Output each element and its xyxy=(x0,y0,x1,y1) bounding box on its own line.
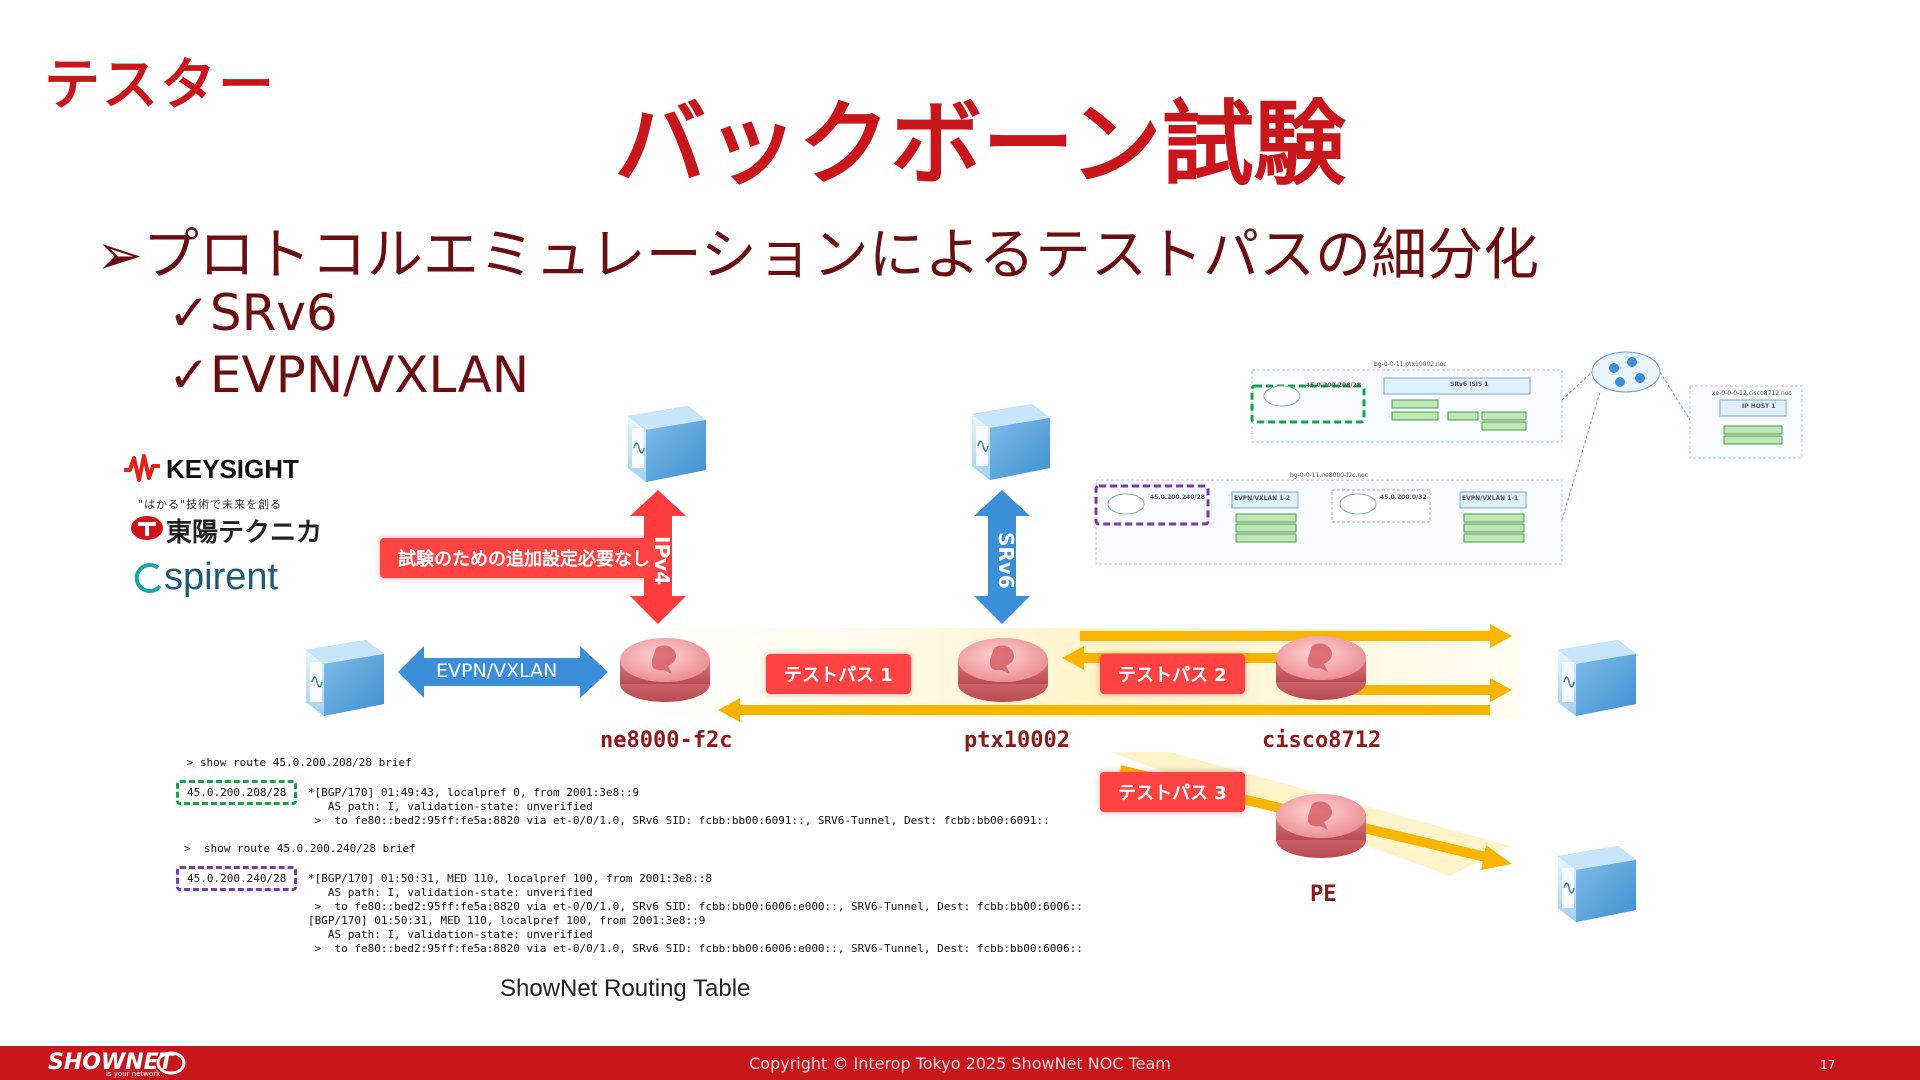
bullet-main-text: プロトコルエミュレーションによるテストパスの細分化 xyxy=(142,223,1540,288)
mini-panel-1-device: SRv6 ISIS 1 xyxy=(1450,381,1489,388)
slide-title: バックボーン試験 xyxy=(614,91,1346,198)
test-path-1-label: テストパス 1 xyxy=(766,654,911,694)
cli-line-2-4: [BGP/170] 01:50:31, MED 110, localpref 1… xyxy=(308,914,706,927)
mini-panel-3-device: IP HOST 1 xyxy=(1742,403,1776,410)
bullet-sub-1-text: SRv6 xyxy=(209,284,338,342)
cli-line-2-2: AS path: I, validation-state: unverified xyxy=(308,886,593,899)
srv6-arrow-label: SRv6 xyxy=(994,532,1018,589)
mini-panel-3-title: xe-0-0-0-12.cisco8712.noc xyxy=(1712,390,1792,397)
bullet-sub-2: ✓EVPN/VXLAN xyxy=(168,346,529,404)
cli-line-1-3: > to fe80::bed2:95ff:fe5a:8820 via et-0/… xyxy=(308,814,1050,827)
spirent-logo: spirent xyxy=(164,556,279,598)
page-number: 17 xyxy=(1820,1058,1836,1072)
shownet-swirl-icon xyxy=(156,1051,186,1075)
arrow-bullet-icon: ➢ xyxy=(96,223,143,288)
cli-line-2-1: *[BGP/170] 01:50:31, MED 110, localpref … xyxy=(308,872,712,885)
mini-panel-1-title: bg-0-0-11.ptx10002.noc xyxy=(1374,361,1447,368)
cli-line-2-6: > to fe80::bed2:95ff:fe5a:8820 via et-0/… xyxy=(308,942,1083,955)
spirent-swirl-icon xyxy=(134,563,162,594)
copyright-text: Copyright © Interop Tokyo 2025 ShowNet N… xyxy=(749,1054,1171,1073)
cli-line-1-1: *[BGP/170] 01:49:43, localpref 0, from 2… xyxy=(308,786,640,799)
test-path-2-label: テストパス 2 xyxy=(1100,654,1245,694)
toyo-logo: 東陽テクニカ xyxy=(166,518,323,548)
routing-table-caption: ShowNet Routing Table xyxy=(500,975,751,1002)
test-path-3-label: テストパス 3 xyxy=(1100,772,1245,812)
cli-command-2: > show route 45.0.200.240/28 brief xyxy=(184,842,416,855)
bullet-main: ➢プロトコルエミュレーションによるテストパスの細分化 xyxy=(96,210,1539,291)
cli-line-2-3: > to fe80::bed2:95ff:fe5a:8820 via et-0/… xyxy=(308,900,1083,913)
mini-panel-2-prefix-b: 45.0.200.0/32 xyxy=(1380,494,1427,501)
node-cisco8712: cisco8712 xyxy=(1262,728,1382,753)
mini-panel-2-prefix: 45.0.200.240/28 xyxy=(1150,494,1205,501)
node-ne8000-f2c: ne8000-f2c xyxy=(600,728,733,753)
prefix-box-purple: 45.0.200.240/28 xyxy=(176,866,298,891)
cli-line-1-2: AS path: I, validation-state: unverified xyxy=(308,800,593,813)
toyo-tagline: "はかる"技術で未来を創る xyxy=(138,498,283,511)
no-extra-config-label: 試験のための追加設定必要なし xyxy=(380,538,668,578)
checkmark-icon: ✓ xyxy=(168,284,210,342)
bullet-sub-1: ✓SRv6 xyxy=(168,284,338,342)
evpn-arrow-label: EVPN/VXLAN xyxy=(436,660,558,682)
cli-command-1: > show route 45.0.200.208/28 brief xyxy=(180,756,412,769)
toyo-logo-icon xyxy=(131,516,163,540)
keysight-wave-icon xyxy=(124,454,160,482)
node-ptx10002: ptx10002 xyxy=(964,728,1070,753)
cli-line-2-5: AS path: I, validation-state: unverified xyxy=(308,928,593,941)
shownet-logo: SHOWNET xyxy=(48,1050,174,1075)
shownet-tagline: is your network. xyxy=(106,1070,163,1078)
node-pe: PE xyxy=(1310,882,1337,907)
ipv4-arrow-label: IPv4 xyxy=(650,536,674,586)
mini-panel-2-device-a: EVPN/VXLAN 1-2 xyxy=(1234,495,1291,502)
prefix-box-green: 45.0.200.208/28 xyxy=(176,780,298,805)
bullet-sub-2-text: EVPN/VXLAN xyxy=(209,346,530,404)
footer-bar xyxy=(0,1046,1920,1080)
mini-panel-2-device-b: EVPN/VXLAN 1-1 xyxy=(1462,495,1519,502)
keysight-logo: KEYSIGHT xyxy=(166,454,299,484)
checkmark-icon: ✓ xyxy=(168,346,210,404)
mini-panel-2-title: bg-0-0-11.ne8000-f2c.noc xyxy=(1290,472,1369,479)
mini-panel-1-prefix: 45.0.200.208/28 xyxy=(1306,382,1361,389)
corner-label: テスター xyxy=(44,53,276,118)
